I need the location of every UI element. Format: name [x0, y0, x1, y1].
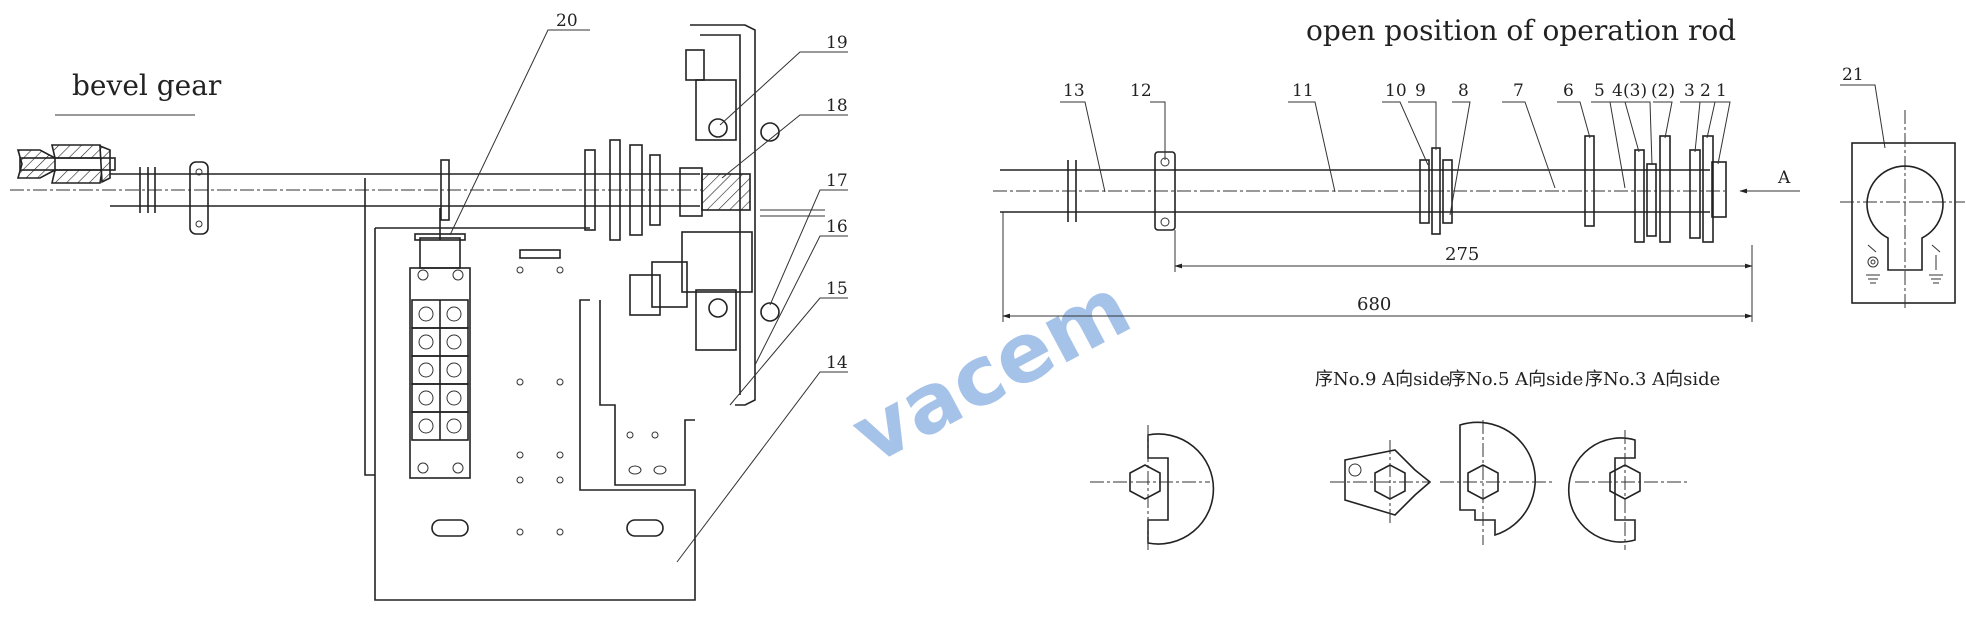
part-number-11: 11 — [1292, 81, 1314, 101]
operation-rod — [993, 135, 1727, 243]
detail-label-21: 21 — [1842, 65, 1864, 85]
terminal-screws — [411, 299, 469, 441]
part-number-20: 20 — [556, 11, 578, 31]
part-number-16: 16 — [826, 217, 848, 237]
main-shaft — [10, 139, 720, 241]
bevel-gear-label: bevel gear — [72, 69, 222, 102]
dimension-680: 680 — [1357, 294, 1391, 315]
terminal-block — [409, 208, 471, 479]
part-number-2: 2 — [1700, 81, 1711, 101]
part-number-8: 8 — [1458, 81, 1469, 101]
detail-21 — [1840, 84, 1965, 310]
watermark-logo: vacem — [837, 259, 1145, 483]
part-number-5: 5 — [1594, 81, 1605, 101]
section-view-no3 — [1567, 430, 1690, 550]
view-arrow-label: A — [1777, 168, 1791, 188]
part-number-19: 19 — [826, 33, 848, 53]
operation-rod-view: open position of operation rod A — [993, 14, 1965, 550]
bevel-gear-drawing — [16, 114, 195, 184]
part-number-12: 12 — [1130, 81, 1152, 101]
left-assembly: bevel gear — [10, 11, 848, 601]
part-number-14: 14 — [826, 353, 848, 373]
drawing-title: open position of operation rod — [1306, 14, 1736, 47]
part-number-10: 10 — [1385, 81, 1407, 101]
coupling-block — [679, 167, 751, 217]
part-number-2-paren: (2) — [1651, 81, 1675, 101]
part-number-18: 18 — [826, 96, 848, 116]
main-panel — [364, 178, 696, 601]
right-part-labels: 13 12 11 10 9 8 7 6 5 4 (3) (2) 3 2 1 — [1063, 81, 1727, 101]
section-caption-no9: 序No.9 A向side — [1315, 369, 1450, 390]
part-number-1: 1 — [1716, 81, 1727, 101]
part-number-9: 9 — [1415, 81, 1426, 101]
part-number-6: 6 — [1563, 81, 1574, 101]
left-leader-lines — [449, 29, 848, 563]
part-number-4: 4 — [1612, 81, 1623, 101]
right-leader-lines — [1060, 101, 1731, 216]
section-caption-no5: 序No.5 A向side — [1448, 369, 1583, 390]
part-number-15: 15 — [826, 279, 848, 299]
part-number-3-paren: (3) — [1623, 81, 1647, 101]
mounting-plate — [629, 24, 825, 406]
part-number-17: 17 — [826, 171, 848, 191]
section-view-no5 — [1330, 420, 1555, 545]
part-number-7: 7 — [1513, 81, 1524, 101]
dimension-275: 275 — [1445, 244, 1479, 265]
part-number-13: 13 — [1063, 81, 1085, 101]
dimension-lines — [1002, 212, 1753, 322]
part-number-3: 3 — [1684, 81, 1695, 101]
panel-holes — [516, 266, 667, 536]
section-view-no9 — [1090, 425, 1215, 550]
left-part-labels: 20 19 18 17 16 15 14 — [556, 11, 848, 373]
section-captions: 序No.9 A向side 序No.5 A向side 序No.3 A向side — [1315, 369, 1720, 390]
section-caption-no3: 序No.3 A向side — [1585, 369, 1720, 390]
